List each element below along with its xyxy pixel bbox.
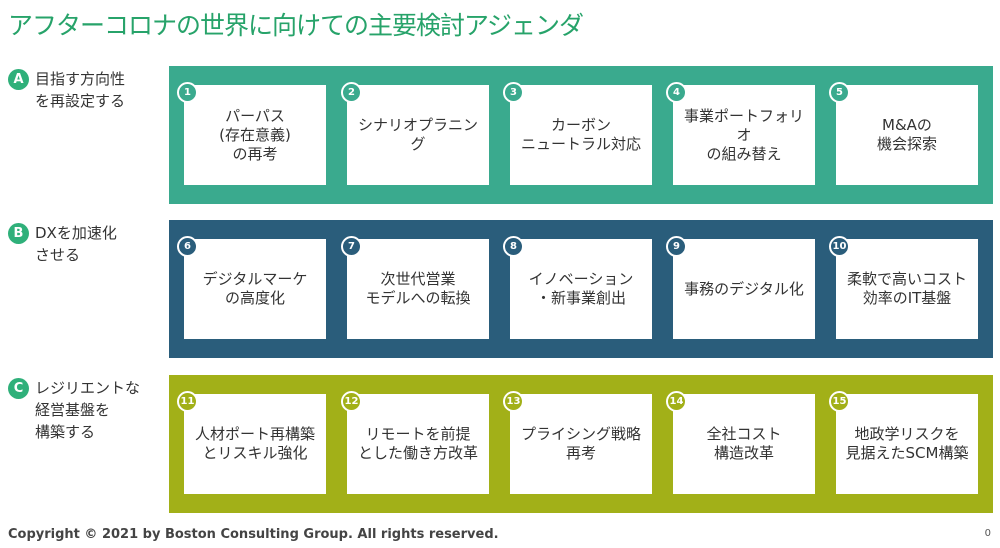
row-label-text: レジリエントな 経営基盤を 構築する [35,379,141,441]
agenda-card: 柔軟で高いコスト 効率のIT基盤 [836,239,978,339]
item-number-badge: 6 [177,236,198,257]
item-number-badge: 7 [341,236,362,257]
row-label-text: 目指す方向性 を再設定する [35,70,126,110]
agenda-card: リモートを前提 とした働き方改革 [347,394,489,494]
agenda-card: シナリオプラニング [347,85,489,185]
row-label-b: B DXを加速化 させる [8,222,163,266]
agenda-card: プライシング戦略 再考 [510,394,652,494]
row-label-a: A 目指す方向性 を再設定する [8,68,163,112]
item-number-badge: 13 [503,391,524,412]
item-number-badge: 1 [177,82,198,103]
row-badge-b: B [8,223,29,244]
row-badge-c: C [8,378,29,399]
item-number-badge: 2 [341,82,362,103]
item-number-badge: 11 [177,391,198,412]
row-label-c: C レジリエントな 経営基盤を 構築する [8,377,163,443]
agenda-card: イノベーション ・新事業創出 [510,239,652,339]
agenda-card: 地政学リスクを 見据えたSCM構築 [836,394,978,494]
item-number-badge: 10 [829,236,850,257]
item-number-badge: 8 [503,236,524,257]
agenda-card: 事務のデジタル化 [673,239,815,339]
agenda-card: 事業ポートフォリオ の組み替え [673,85,815,185]
item-number-badge: 5 [829,82,850,103]
agenda-band-b: 6 デジタルマーケ の高度化 7 次世代営業 モデルへの転換 8 イノベーション… [169,220,993,358]
row-badge-a: A [8,69,29,90]
agenda-card: カーボン ニュートラル対応 [510,85,652,185]
page-number: 0 [984,528,991,539]
agenda-card: 人材ポート再構築 とリスキル強化 [184,394,326,494]
item-number-badge: 4 [666,82,687,103]
agenda-band-a: 1 パーパス (存在意義) の再考 2 シナリオプラニング 3 カーボン ニュー… [169,66,993,204]
agenda-card: 全社コスト 構造改革 [673,394,815,494]
item-number-badge: 15 [829,391,850,412]
copyright-footer: Copyright © 2021 by Boston Consulting Gr… [8,527,499,542]
item-number-badge: 14 [666,391,687,412]
agenda-card: 次世代営業 モデルへの転換 [347,239,489,339]
item-number-badge: 9 [666,236,687,257]
agenda-band-c: 11 人材ポート再構築 とリスキル強化 12 リモートを前提 とした働き方改革 … [169,375,993,513]
agenda-card: パーパス (存在意義) の再考 [184,85,326,185]
agenda-card: デジタルマーケ の高度化 [184,239,326,339]
page-title: アフターコロナの世界に向けての主要検討アジェンダ [8,11,584,40]
row-label-text: DXを加速化 させる [35,224,117,264]
agenda-card: M&Aの 機会探索 [836,85,978,185]
item-number-badge: 12 [341,391,362,412]
item-number-badge: 3 [503,82,524,103]
